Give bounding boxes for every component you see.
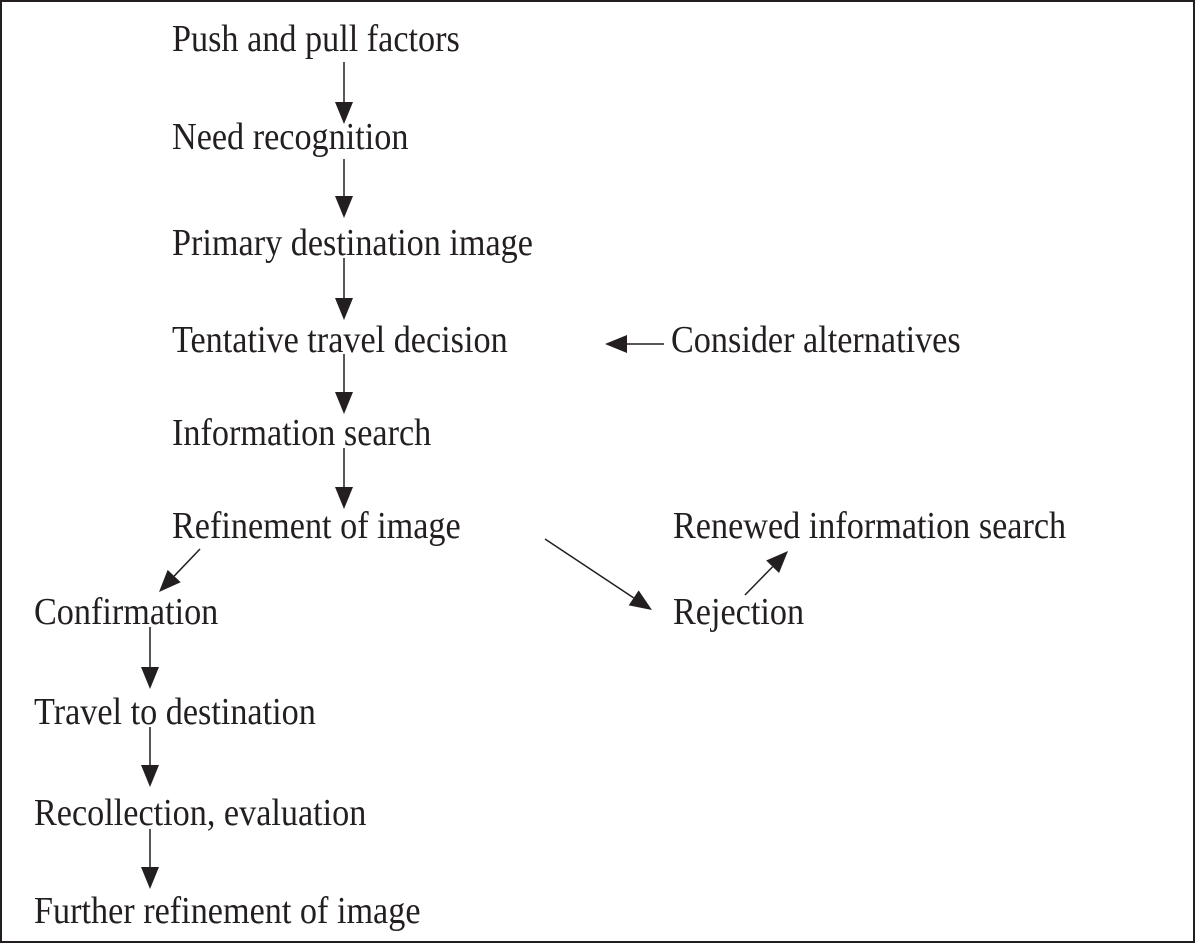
- node-travel: Travel to destination: [34, 691, 316, 733]
- node-primary-image: Primary destination image: [172, 222, 533, 264]
- arrowhead-icon: [335, 196, 353, 218]
- arrow-recollection-to-further: [141, 829, 159, 889]
- arrow-push-pull-to-need: [335, 62, 353, 124]
- node-tentative: Tentative travel decision: [172, 319, 508, 361]
- node-confirmation: Confirmation: [34, 591, 219, 633]
- arrow-need-to-primary-image: [335, 159, 353, 218]
- arrowhead-icon: [605, 335, 627, 353]
- arrow-travel-to-recollection: [141, 727, 159, 787]
- arrow-tentative-to-info-search: [335, 354, 353, 414]
- arrowhead-icon: [335, 487, 353, 509]
- node-push-pull: Push and pull factors: [172, 18, 460, 60]
- arrowhead-icon: [335, 102, 353, 124]
- arrowhead-icon: [141, 867, 159, 889]
- arrow-shaft: [744, 566, 774, 596]
- node-alternatives: Consider alternatives: [671, 319, 961, 361]
- node-refinement: Refinement of image: [172, 505, 461, 547]
- arrow-alternatives-to-tentative: [605, 335, 664, 353]
- arrow-confirmation-to-travel: [141, 627, 159, 689]
- arrowhead-icon: [335, 298, 353, 320]
- node-need: Need recognition: [172, 116, 409, 158]
- arrowhead-icon: [141, 765, 159, 787]
- node-info-search: Information search: [172, 412, 432, 454]
- arrow-refinement-to-rejection: [544, 538, 652, 610]
- node-further: Further refinement of image: [34, 890, 421, 932]
- arrow-shaft: [173, 548, 201, 577]
- node-recollection: Recollection, evaluation: [34, 792, 367, 834]
- arrowhead-icon: [335, 392, 353, 414]
- arrow-refinement-to-confirmation: [159, 548, 201, 592]
- arrow-primary-image-to-tentative: [335, 258, 353, 320]
- arrow-info-search-to-refinement: [335, 448, 353, 509]
- node-renewed: Renewed information search: [673, 505, 1067, 547]
- arrow-shaft: [544, 538, 635, 599]
- node-rejection: Rejection: [673, 591, 805, 633]
- arrowhead-icon: [159, 569, 181, 592]
- arrow-rejection-to-renewed: [744, 551, 788, 596]
- arrowhead-icon: [766, 551, 788, 574]
- arrowhead-icon: [628, 590, 652, 610]
- arrowhead-icon: [141, 667, 159, 689]
